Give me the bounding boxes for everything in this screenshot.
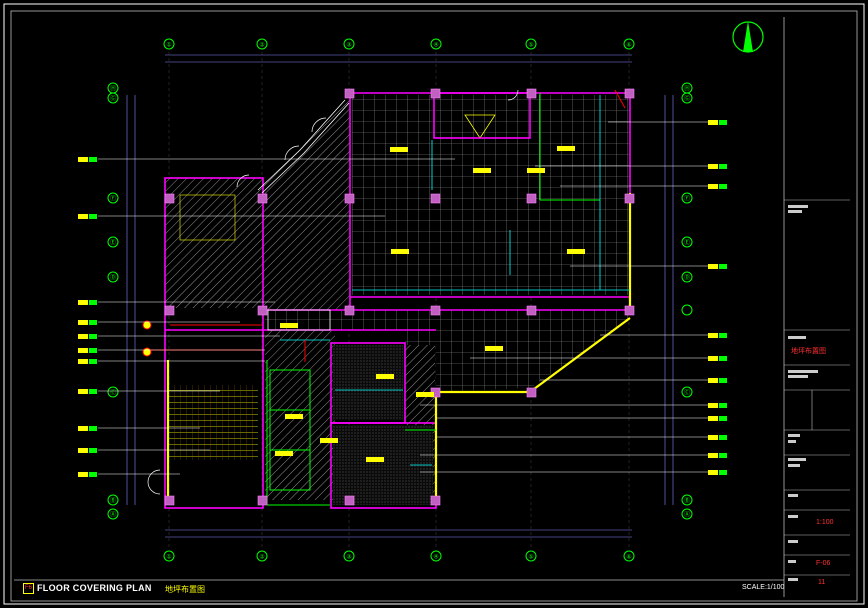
- grid-label-top-5: ⑤: [528, 42, 533, 49]
- grid-bubbles-bottom: [163, 550, 635, 562]
- drawing-scale: SCALE:1/100: [742, 584, 785, 591]
- grid-bubbles-left: [107, 82, 119, 520]
- grid-label-top-4: ④: [433, 42, 438, 49]
- grid-label-right-6: Ⓒ: [684, 389, 690, 397]
- north-arrow-icon: [732, 21, 764, 53]
- grid-label-bottom-4: ④: [433, 554, 438, 561]
- title-block-sheet-no: 11: [818, 579, 826, 586]
- title-block-scale: 1:100: [816, 519, 834, 526]
- grid-label-left-1: Ⓗ: [110, 85, 116, 93]
- material-callouts-left: [78, 157, 97, 477]
- grid-label-left-3: Ⓕ: [110, 195, 116, 203]
- grid-label-left-4: Ⓔ: [110, 239, 116, 247]
- grid-label-left-7: Ⓑ: [110, 497, 116, 505]
- grid-label-top-2: ②: [259, 42, 265, 49]
- tiled-lobby-floor: [265, 310, 630, 392]
- grid-label-right-3: Ⓕ: [684, 195, 690, 203]
- grid-label-right-8: Ⓐ: [684, 511, 690, 519]
- drawing-badge: F6: [23, 583, 34, 594]
- drawing-title-cn: 地坪布置图: [165, 585, 205, 594]
- grid-label-left-5: Ⓓ: [110, 274, 116, 282]
- grid-label-top-3: ③: [346, 42, 351, 49]
- grid-label-left-6: Ⓒ: [110, 389, 116, 397]
- grid-label-right-2: Ⓖ: [684, 95, 690, 103]
- grid-bubbles-right: [681, 82, 693, 520]
- grid-bubbles-top: [163, 38, 635, 50]
- grid-label-right-5: Ⓓ: [684, 274, 690, 282]
- grid-label-bottom-1: ①: [166, 554, 171, 561]
- drawing-title: FLOOR COVERING PLAN: [37, 583, 152, 593]
- hatched-corridor: [260, 95, 350, 310]
- stair-block: [168, 385, 258, 460]
- grid-label-right-7: Ⓑ: [684, 497, 690, 505]
- grid-label-top-6: ⑥: [626, 42, 631, 49]
- carpet-room-1: [333, 345, 403, 420]
- title-block-drawing-name: 地坪布置图: [791, 348, 826, 355]
- grid-label-bottom-3: ③: [346, 554, 351, 561]
- grid-label-bottom-2: ②: [259, 554, 265, 561]
- grid-label-right-4: Ⓔ: [684, 239, 690, 247]
- grid-label-left-2: Ⓖ: [110, 95, 116, 103]
- material-callouts-right: [708, 120, 727, 475]
- grid-label-bottom-6: ⑥: [626, 554, 631, 561]
- grid-label-bottom-5: ⑤: [528, 554, 533, 561]
- tiled-hall-floor: [352, 95, 630, 295]
- grid-label-top-1: ①: [166, 42, 171, 49]
- grid-label-left-8: Ⓐ: [110, 511, 116, 519]
- grid-label-right-1: Ⓗ: [684, 85, 690, 93]
- title-block-sheet-code: F-06: [816, 560, 831, 567]
